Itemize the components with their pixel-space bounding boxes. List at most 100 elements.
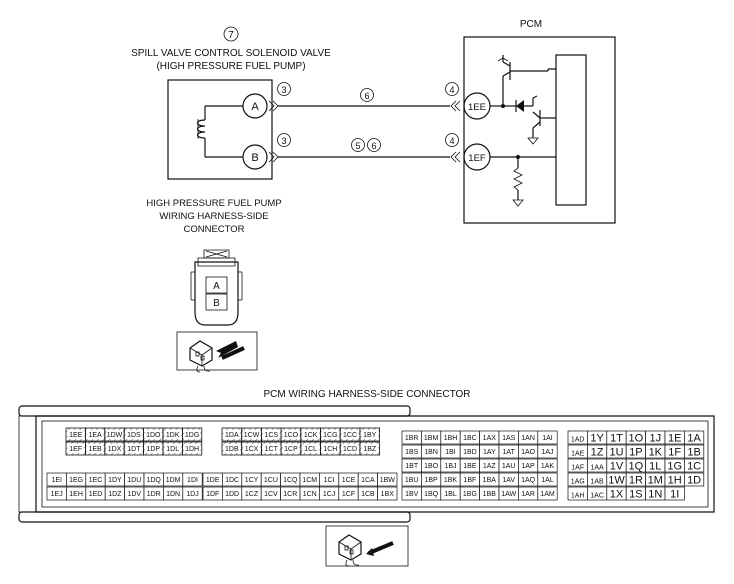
pin-label: 1T (610, 433, 623, 445)
pin-label: 1CA (361, 477, 375, 484)
pin-label: 1BH (444, 435, 458, 442)
pin-label: 1EG (69, 477, 83, 484)
pin-label: 1DH (185, 446, 199, 453)
pcm-connector-chevron-top (450, 100, 461, 112)
pin-cell (684, 472, 705, 487)
pin-label: 1J (649, 433, 661, 445)
pin-label: 1AU (502, 463, 516, 470)
pin-label: 1O (629, 433, 644, 445)
pump-connector-title-line2: WIRING HARNESS-SIDE (159, 211, 268, 222)
pin-label: 1CI (324, 477, 335, 484)
pin-cell (537, 458, 558, 473)
transistor1-collector (502, 71, 511, 77)
pin-label: 1AQ (521, 477, 536, 484)
pin-label: 1CN (303, 491, 317, 498)
pin-label: 1BU (405, 477, 419, 484)
pin-label: 1BO (424, 463, 439, 470)
pin-label: 1H (668, 475, 682, 487)
ground-icon-bottom (512, 199, 524, 207)
pin-label: 1N (648, 489, 662, 501)
pin-label: 1DY (108, 477, 122, 484)
pin-label: 1AX (483, 435, 497, 442)
pin-label: 1CG (323, 432, 337, 439)
pcm-connector-title: PCM WIRING HARNESS-SIDE CONNECTOR (263, 389, 470, 400)
valve-title-line2: (HIGH PRESSURE FUEL PUMP) (156, 61, 305, 72)
pin-label: 1DT (127, 446, 141, 453)
pin-label: 1AN (521, 435, 535, 442)
wire-bottom-mid-note-b: 6 (371, 141, 376, 151)
pin-label: 1DI (187, 477, 198, 484)
terminal-a-label: A (251, 101, 259, 113)
wire-bottom-mid-note-a: 5 (355, 141, 360, 151)
pcm-terminal-1ee-label: 1EE (468, 102, 486, 113)
pin-label: 1BM (424, 435, 439, 442)
pin-label: 1CW (244, 432, 260, 439)
pin-label: 1CB (361, 491, 375, 498)
pin-label: 1EH (69, 491, 83, 498)
note-circle-bottom-right (445, 133, 459, 147)
pin-label: 1DG (185, 432, 199, 439)
pin-label-bg (106, 444, 123, 453)
pin-cell (537, 430, 558, 445)
pin-label-bg (223, 444, 241, 453)
pin-label: 1S (629, 489, 642, 501)
note-circle-top-left (277, 82, 291, 96)
pin-label: 1CQ (283, 477, 298, 484)
pump-connector-pin-b: B (213, 298, 220, 309)
pin-label: 1BT (405, 463, 419, 470)
pin-label: 1AC (590, 493, 604, 500)
pin-label: 1DA (225, 432, 239, 439)
pin-label: 1EB (88, 446, 102, 453)
pin-cell (377, 486, 398, 501)
pin-label: 1AW (501, 491, 516, 498)
wire-top-right-note: 4 (449, 85, 454, 95)
transistor2-emitter (532, 121, 541, 129)
pin-cell (684, 430, 705, 445)
pin-label: 1BN (424, 449, 438, 456)
pin-label: 1AL (541, 477, 554, 484)
pump-connector-title-line1: HIGH PRESSURE FUEL PUMP (146, 198, 281, 209)
resistor-icon (513, 167, 523, 191)
pin-label-bg (262, 444, 280, 453)
pin-label: 1EJ (51, 491, 63, 498)
pin-label-bg (145, 444, 162, 453)
pin-label-bg (106, 430, 123, 439)
pin-label-bg (322, 444, 339, 453)
valve-title-line1: SPILL VALVE CONTROL SOLENOID VALVE (131, 48, 331, 59)
pin-cell (537, 472, 558, 487)
pin-label: 1AK (541, 463, 555, 470)
pin-label: 1DW (107, 432, 123, 439)
pin-label: 1R (629, 475, 643, 487)
pin-cell (664, 486, 685, 501)
pin-label-bg (183, 430, 201, 439)
pin-label: 1F (668, 447, 681, 459)
wire-bottom-left-note: 3 (281, 136, 286, 146)
pin-label: 1EI (51, 477, 62, 484)
pin-label: 1AB (590, 479, 604, 486)
plug-direction-icon-pcm (325, 525, 409, 567)
pin-label: 1AE (571, 451, 585, 458)
pin-label-bg (125, 444, 143, 453)
note-circle-top-right (445, 82, 459, 96)
pump-connector-pin-a: A (213, 281, 220, 292)
pin-label-bg (243, 444, 260, 453)
valve-box (167, 79, 273, 180)
pin-cell (684, 444, 705, 459)
pin-label: 1BS (405, 449, 419, 456)
pin-label: 1BG (463, 491, 477, 498)
pin-cell (537, 486, 558, 501)
pin-label-bg (164, 444, 181, 453)
pin-label: 1AJ (541, 449, 553, 456)
pin-label: 1CE (342, 477, 356, 484)
pin-label: 1DL (166, 446, 179, 453)
pcm-connector-chevron-bottom (450, 151, 461, 163)
pin-label: 1EE (69, 432, 83, 439)
pin-label: 1EC (89, 477, 103, 484)
pin-label: 1E (668, 433, 681, 445)
valve-number-circle (223, 26, 239, 42)
pin-label: 1DF (206, 491, 219, 498)
diode-icon (516, 100, 524, 112)
pin-label: 1CL (304, 446, 317, 453)
